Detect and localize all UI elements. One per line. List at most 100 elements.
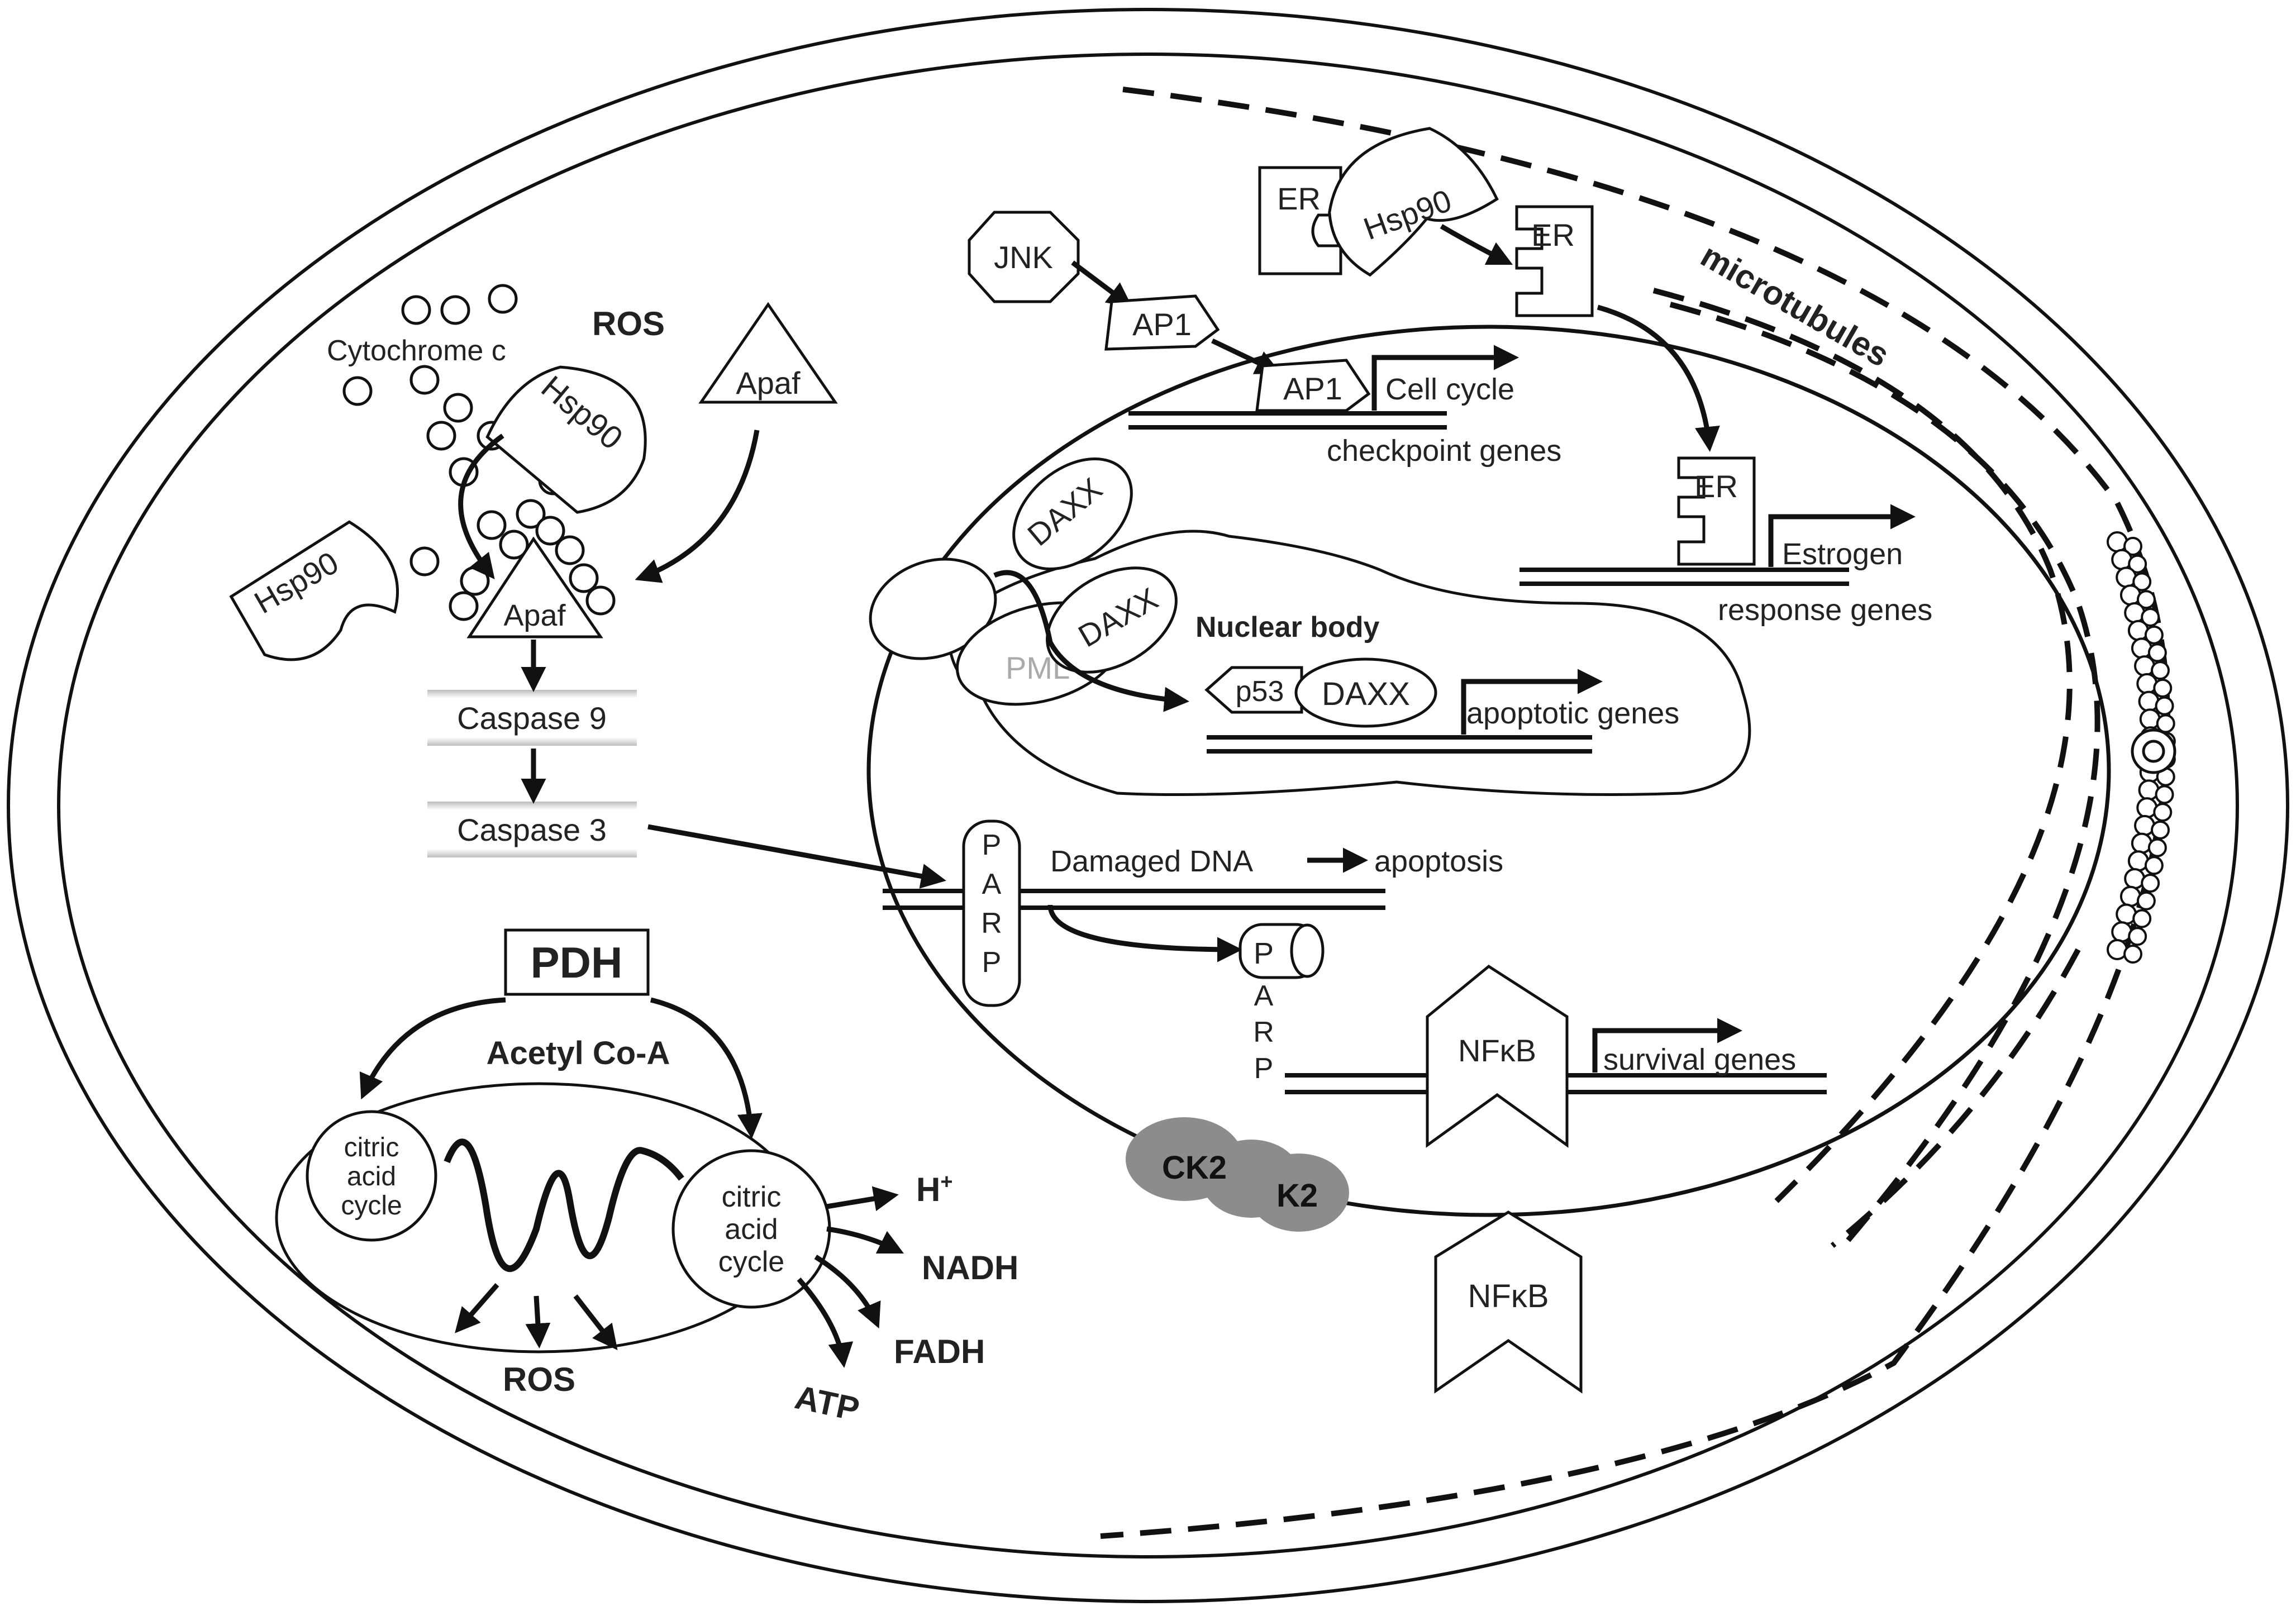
hsp90-er <box>1328 127 1499 277</box>
cytochrome-c-circle <box>555 535 585 565</box>
apoptotic-genes-label: apoptotic genes <box>1466 697 1679 730</box>
nfkb-nuclear-label: NFκB <box>1458 1033 1536 1068</box>
pdh-label: PDH <box>531 938 623 987</box>
ros-label-bottom: ROS <box>503 1361 575 1398</box>
cytochrome-c-circle <box>460 566 490 596</box>
parp2-p-label: P <box>1254 937 1274 970</box>
citric-right-line-2: cycle <box>718 1246 784 1278</box>
microtubule-bead <box>2141 607 2160 627</box>
promoter-estrogen <box>1768 504 1916 567</box>
arrow-casp3-to-parp <box>647 824 946 889</box>
daxx-pml <box>1046 566 1178 674</box>
microtubule-bead <box>2151 661 2170 680</box>
nucleus-envelope <box>866 325 2111 1217</box>
apaf-free-label: Apaf <box>736 365 801 401</box>
microtubule-bead <box>2144 856 2164 875</box>
hsp90-left <box>229 520 399 661</box>
microtubule-bead <box>2155 785 2174 804</box>
nuclear-body-label: Nuclear body <box>1195 611 1379 644</box>
caspase3-band <box>427 802 637 857</box>
arrow-hsp90-to-er <box>1440 224 1513 265</box>
ap1-b <box>1255 359 1371 412</box>
acetyl-coa-label: Acetyl Co-A <box>487 1035 670 1071</box>
citric-left-line-2: cycle <box>341 1191 402 1221</box>
microtubule-bead <box>2123 537 2142 556</box>
arrow-fadh <box>814 1255 881 1329</box>
microtubule-bead <box>2136 590 2156 609</box>
parp-line-0: P <box>982 829 1002 861</box>
cell-cycle-label: Cell cycle <box>1385 373 1514 406</box>
parp2-line-0: A <box>1254 980 1274 1012</box>
daxx-top <box>1012 457 1133 571</box>
parp-line-3: P <box>982 946 1002 979</box>
microtubule-bead <box>2155 696 2174 716</box>
promoter-survival <box>1592 1018 1742 1073</box>
parp-cylinder <box>962 819 1021 1007</box>
arrow-atp <box>797 1278 854 1368</box>
apaf-complex <box>466 536 603 638</box>
apaf-complex-label: Apaf <box>503 599 566 632</box>
survival-genes-label: survival genes <box>1603 1043 1796 1076</box>
damaged-dna-label: Damaged DNA <box>1050 845 1253 878</box>
jnk-label: JNK <box>994 240 1053 275</box>
microtubule-bead <box>2156 714 2175 733</box>
arrow-h <box>826 1186 899 1212</box>
parp2-line-1: R <box>1253 1016 1274 1048</box>
cytochrome-c-circle <box>409 546 440 576</box>
caspase9-label: Caspase 9 <box>457 700 607 736</box>
cytochrome-c-circle <box>569 563 599 593</box>
microtubule-bead <box>2128 554 2147 574</box>
nadh-label: NADH <box>922 1249 1018 1286</box>
cytochrome-c-circle <box>499 530 529 560</box>
nfkb-cyto <box>1434 1210 1583 1394</box>
microtubule-bead <box>2132 572 2152 592</box>
promoter-apoptotic <box>1461 669 1603 735</box>
cell-membrane-inner <box>57 53 2239 1558</box>
daxx-p53-label: DAXX <box>1322 676 1410 712</box>
plus-sup: + <box>940 1170 952 1194</box>
jnk-octagon <box>968 211 1080 303</box>
arrow-er-to-nucleus <box>1597 304 1720 452</box>
ap1-b-label: AP1 <box>1283 371 1342 406</box>
er-dna <box>1677 456 1756 566</box>
citric-right-line-1: acid <box>725 1213 778 1246</box>
arrow-jnk-to-ap1 <box>1071 260 1133 308</box>
ap1-a <box>1104 294 1220 351</box>
parp2-line-2: P <box>1254 1052 1274 1085</box>
er-top-label: ER <box>1277 181 1321 216</box>
cytochrome-c-circle <box>535 516 565 546</box>
microtubule-bead <box>2141 874 2160 893</box>
er-dna-label: ER <box>1694 469 1738 504</box>
microtubules <box>1100 87 2170 1539</box>
ap1-a-label: AP1 <box>1132 307 1192 342</box>
microtubule-bead <box>2147 838 2167 857</box>
ck2-complex <box>1126 1117 1349 1232</box>
arrow-ros-1 <box>455 1283 499 1333</box>
checkpoint-genes-label: checkpoint genes <box>1327 434 1561 468</box>
arrow-cytc-to-apaf <box>458 433 504 580</box>
response-genes-label: response genes <box>1718 593 1932 627</box>
daxx-p53 <box>1294 657 1437 728</box>
microtubule-bead <box>2144 625 2164 645</box>
cytochrome-c-circle <box>426 421 456 451</box>
centrosome-core <box>2142 740 2165 763</box>
apoptosis-label: apoptosis <box>1374 845 1503 878</box>
parp-line-2: R <box>981 907 1002 940</box>
nfkb-cyto-label: NFκB <box>1468 1278 1549 1314</box>
atp-label: ATP <box>792 1378 863 1428</box>
hsp90-top <box>485 365 647 514</box>
arrow-nadh <box>826 1226 904 1254</box>
parp-fragment-end <box>1290 923 1325 978</box>
cytochrome-c-circle <box>401 295 431 325</box>
estrogen-label: Estrogen <box>1782 537 1903 571</box>
microtubule-bead <box>2128 927 2147 946</box>
cell-membrane-outer <box>7 8 2289 1603</box>
h-label: H <box>916 1171 940 1208</box>
arrow-parp-cleave <box>1047 904 1242 962</box>
arrow-apaf-to-complex <box>635 430 760 583</box>
cytochrome-c-label: Cytochrome c <box>327 335 506 367</box>
h-plus-label: H+ <box>916 1170 953 1208</box>
